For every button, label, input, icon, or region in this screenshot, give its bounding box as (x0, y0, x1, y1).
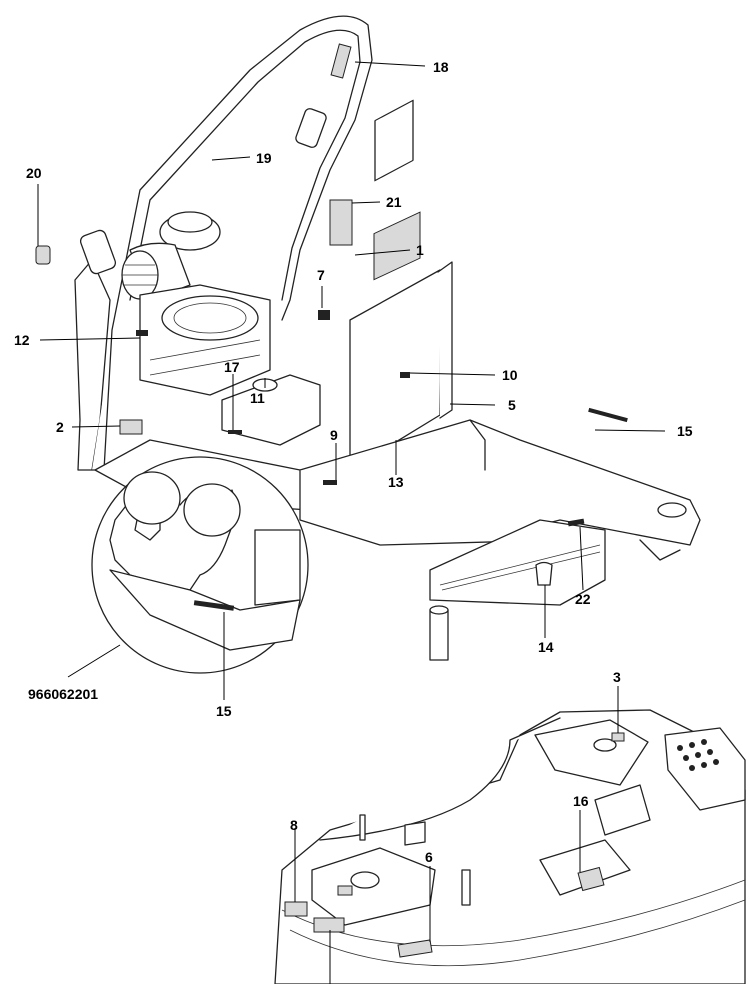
callout-5: 5 (508, 397, 516, 413)
callout-10: 10 (502, 367, 518, 383)
kit-number: 966062201 (28, 686, 98, 702)
leader-lines (37, 61, 666, 984)
cutting-deck-drawing (274, 709, 746, 984)
detail-circle (91, 456, 309, 674)
callout-6: 6 (425, 849, 433, 865)
callout-14: 14 (538, 639, 554, 655)
callout-15-top: 15 (677, 423, 693, 439)
callout-11: 11 (250, 390, 265, 406)
callout-13: 13 (388, 474, 404, 490)
callout-12: 12 (14, 332, 30, 348)
callout-2: 2 (56, 419, 64, 435)
callout-18: 18 (433, 59, 449, 75)
callout-7: 7 (317, 267, 325, 283)
callout-17: 17 (224, 359, 240, 375)
callout-21: 21 (386, 194, 402, 210)
callout-9: 9 (330, 427, 338, 443)
callout-20: 20 (26, 165, 42, 181)
callout-15-circle: 15 (216, 703, 232, 719)
callout-19: 19 (256, 150, 272, 166)
mower-chassis-drawing (35, 15, 701, 661)
callout-8: 8 (290, 817, 298, 833)
callout-1: 1 (416, 242, 424, 258)
callout-16: 16 (573, 793, 589, 809)
callout-22: 22 (575, 591, 591, 607)
callout-3: 3 (613, 669, 621, 685)
callout-labels: 18 19 20 21 1 7 12 10 17 11 5 2 15 9 13 … (14, 59, 693, 865)
